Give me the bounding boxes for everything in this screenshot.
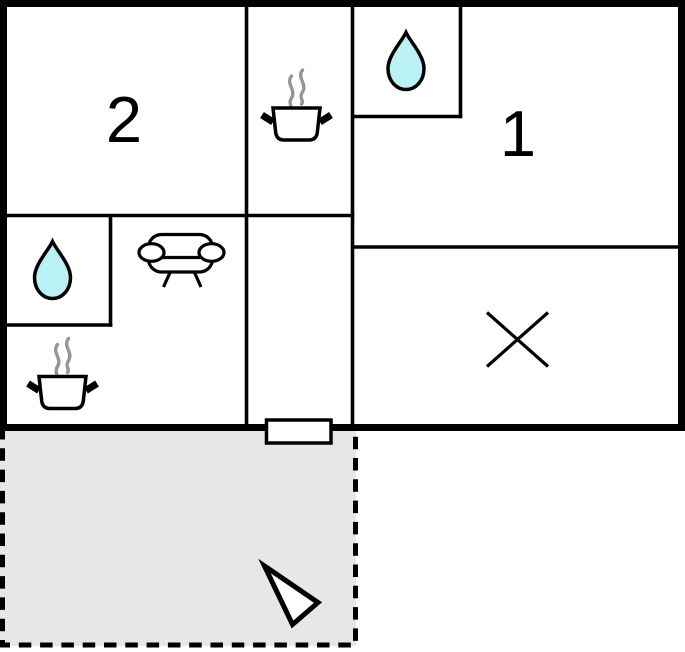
cooking-pot-icon (26, 336, 99, 411)
terrace-dashed-border (0, 427, 358, 648)
door-marker (264, 418, 333, 445)
water-drop-icon (32, 237, 73, 301)
room-2-label: 2 (106, 83, 142, 156)
sofa-icon (137, 232, 226, 288)
terrace (0, 426, 358, 648)
interior-walls (7, 7, 678, 424)
water-drop-icon (386, 28, 426, 92)
building (0, 0, 685, 445)
cooking-pot-icon (260, 68, 333, 142)
north-arrow-icon (258, 558, 323, 629)
room-1-label: 1 (500, 97, 536, 170)
x-mark-icon (485, 311, 550, 368)
